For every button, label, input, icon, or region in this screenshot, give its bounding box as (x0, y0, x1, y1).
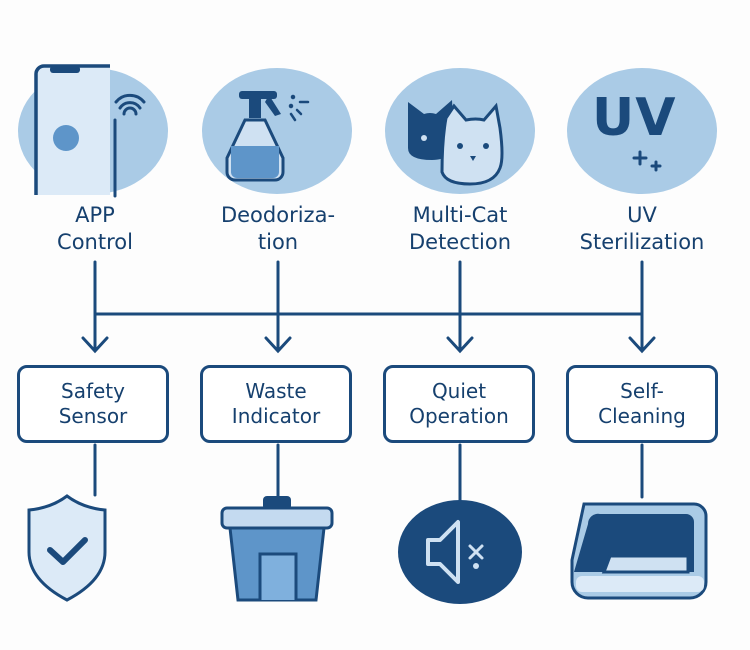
uv-circle (567, 68, 717, 194)
two-cats-icon (408, 100, 504, 186)
box-self-cleaning: Self-Cleaning (566, 365, 718, 443)
uv-icon-text: UV (592, 88, 677, 148)
litter-box-icon (570, 502, 708, 600)
shield-check-icon (27, 494, 107, 602)
waste-bin-icon (220, 496, 334, 602)
smartphone-wifi-icon (34, 64, 110, 195)
spray-bottle-icon (225, 91, 310, 182)
wifi-signal-icon (113, 93, 146, 198)
speaker-mute-icon (398, 500, 522, 604)
feature-label-deodorization: Deodoriza-tion (220, 203, 336, 254)
sparkle-plus-icon (632, 150, 662, 172)
